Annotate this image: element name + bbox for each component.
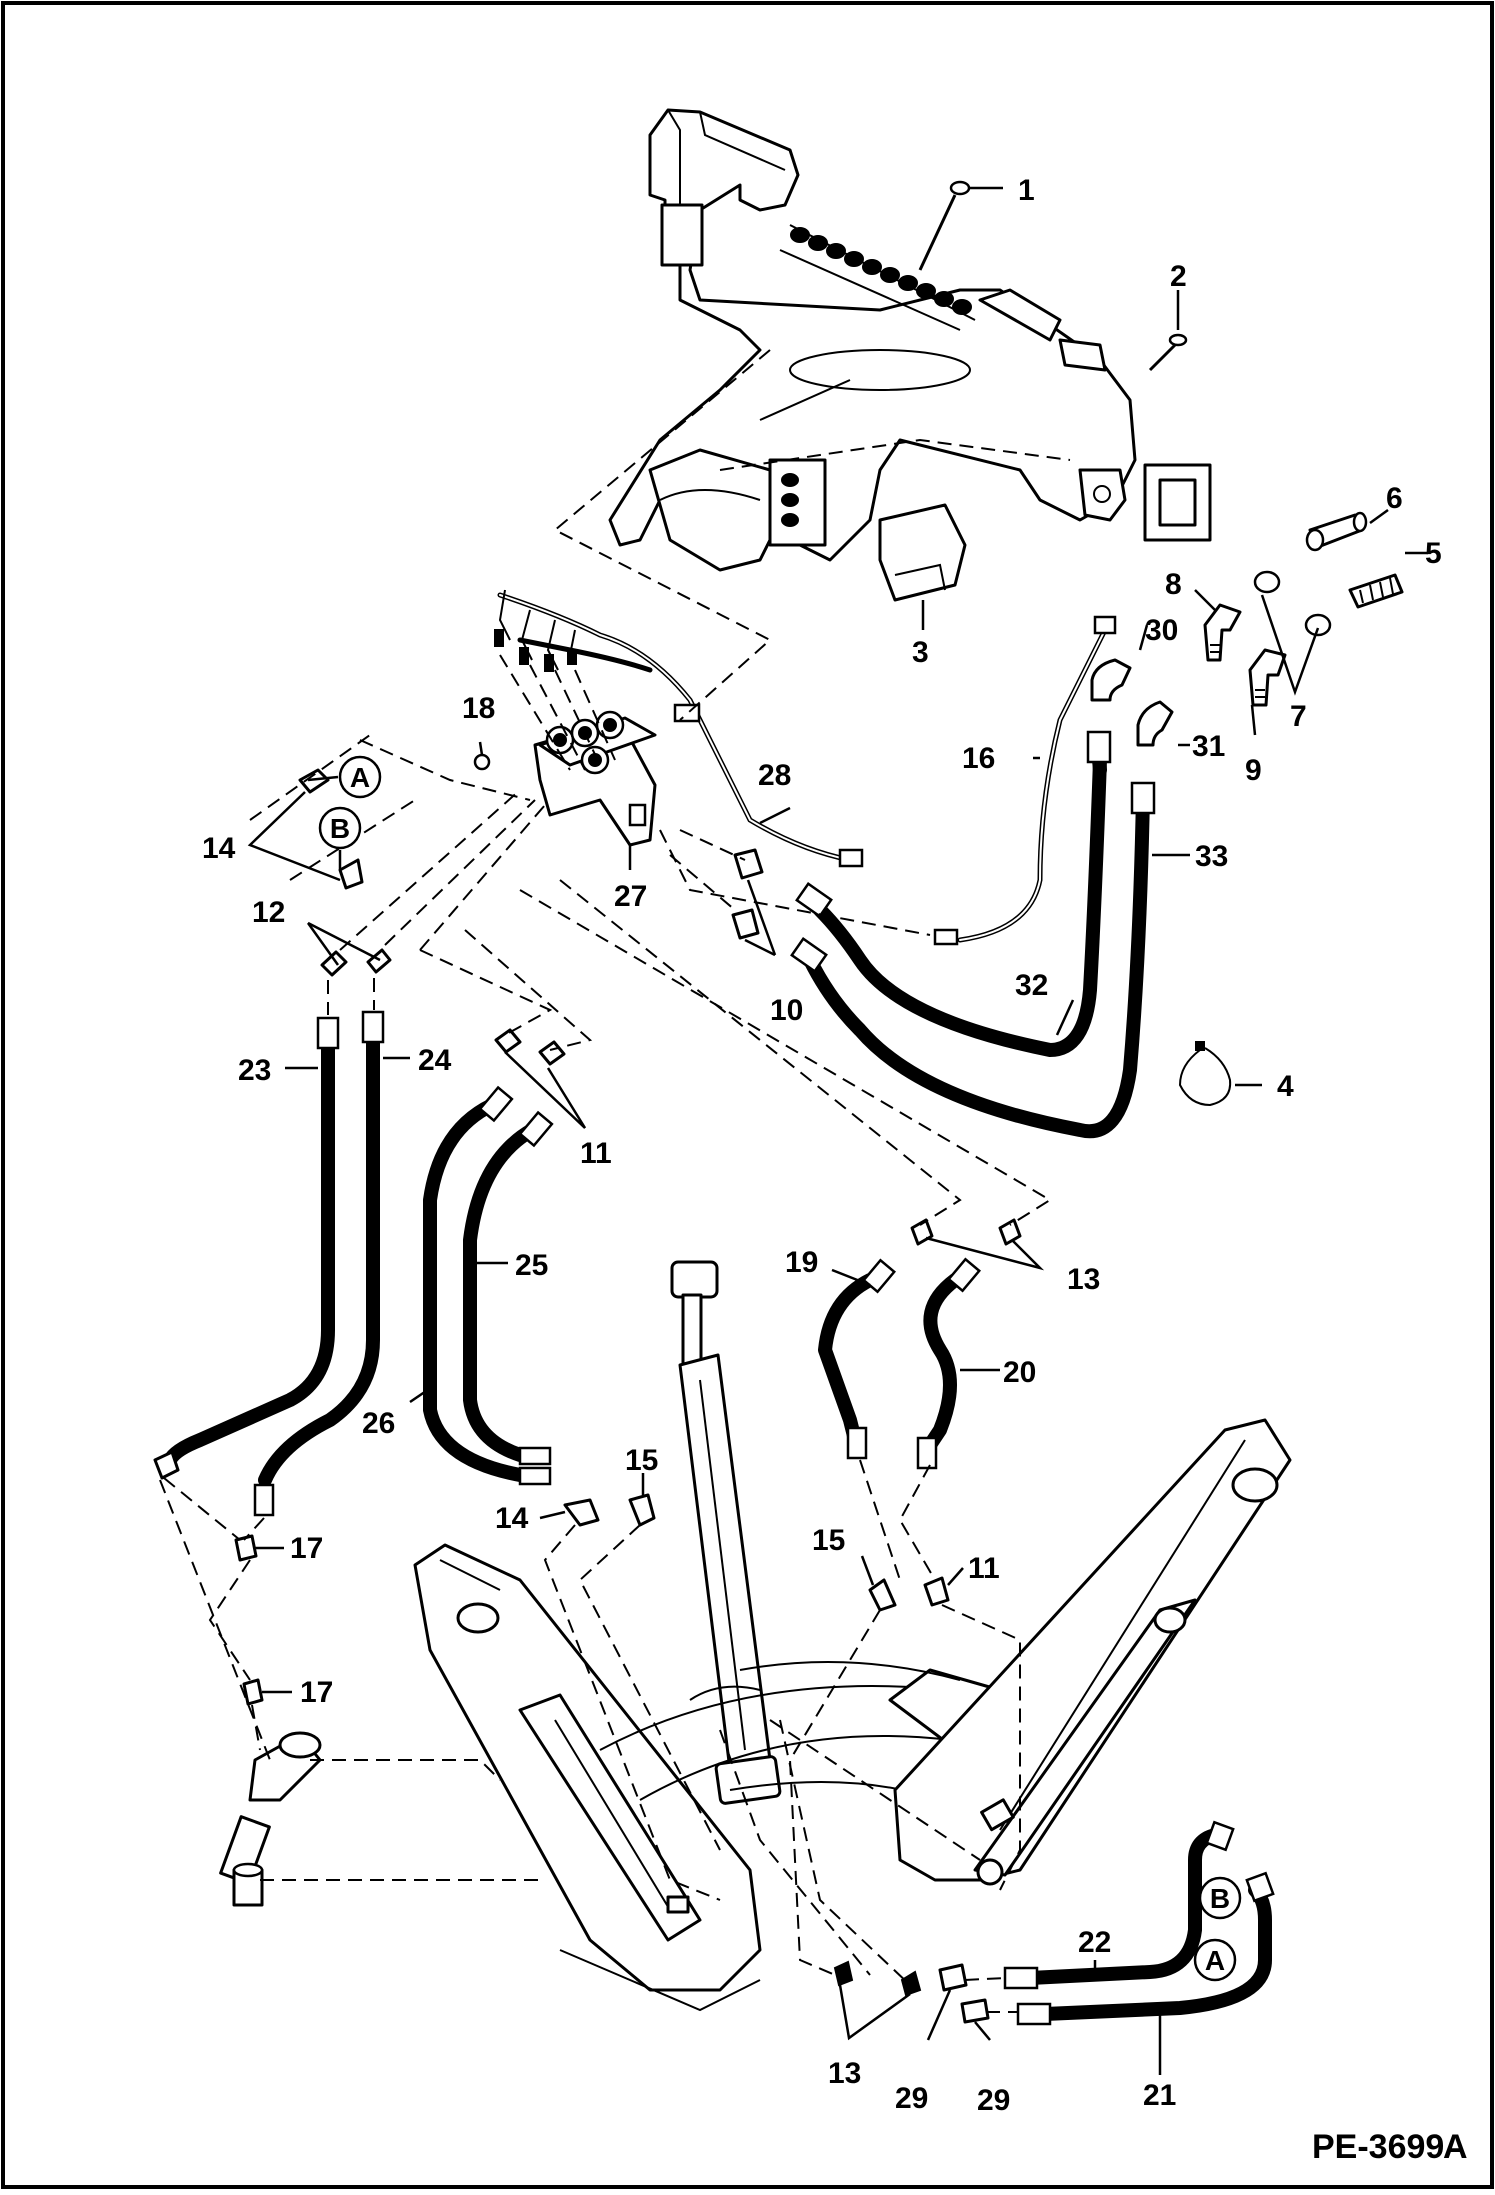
frame-bolt-holes	[790, 227, 972, 315]
connector-b-label: B	[330, 813, 350, 844]
callout-14a: 14	[202, 832, 236, 865]
wire-part-16	[957, 615, 1117, 943]
elbow-part-8	[1203, 603, 1242, 662]
connector-a-label: A	[350, 762, 370, 793]
fitting-part-6	[1305, 511, 1368, 552]
hose-part-20	[916, 1257, 982, 1470]
cable-tie-part-4	[1178, 1041, 1232, 1107]
hose-part-33	[790, 781, 1156, 1139]
fitting-part-10	[731, 848, 764, 940]
callout-13a: 13	[1067, 1263, 1100, 1296]
callout-31: 31	[1192, 730, 1225, 763]
callout-12: 12	[252, 896, 285, 929]
fitting-part-11-lower	[923, 1576, 950, 1607]
center-cylinder	[670, 1260, 782, 1805]
callout-26: 26	[362, 1407, 395, 1440]
elbow-part-9	[1248, 648, 1287, 707]
callout-28: 28	[758, 759, 791, 792]
hose-part-19	[818, 1258, 897, 1460]
fitting-part-13-top	[910, 1218, 1022, 1246]
fitting-part-11-top	[494, 1028, 566, 1066]
callout-3: 3	[912, 636, 929, 669]
mounting-frame	[608, 108, 1212, 572]
callout-19: 19	[785, 1246, 818, 1279]
callout-18: 18	[462, 692, 495, 725]
figure-ref-code: PE-3699	[1312, 2128, 1444, 2166]
figure-reference: PE-3699 A	[1312, 2128, 1468, 2166]
fitting-part-5	[1348, 573, 1404, 609]
callout-17b: 17	[300, 1676, 333, 1709]
callout-8: 8	[1165, 568, 1182, 601]
connector-b-top: B	[318, 806, 362, 870]
connector-b-label: B	[1210, 1883, 1230, 1914]
elbow-part-30	[1090, 658, 1132, 702]
callout-30: 30	[1145, 614, 1178, 647]
callout-15b: 15	[812, 1524, 845, 1557]
fitting-part-14-top	[298, 768, 364, 890]
callout-13b: 13	[828, 2057, 861, 2090]
small-cylinder	[219, 1731, 322, 1907]
fitting-part-29	[938, 1963, 990, 2024]
callout-11b: 11	[968, 1552, 1000, 1585]
figure-ref-suffix: A	[1443, 2128, 1468, 2166]
callout-20: 20	[1003, 1356, 1036, 1389]
fitting-part-7	[1253, 570, 1332, 637]
callout-21: 21	[1143, 2079, 1176, 2112]
callout-22: 22	[1078, 1926, 1111, 1959]
connector-b-bottom: B	[1198, 1876, 1242, 1920]
connector-a-bottom: A	[1193, 1938, 1237, 1982]
hose-part-23	[153, 1016, 340, 1480]
fitting-part-14-lower	[563, 1498, 600, 1527]
callout-27: 27	[614, 880, 647, 913]
bolt-part-1	[918, 180, 971, 271]
hose-part-32	[795, 730, 1112, 1057]
callout-7: 7	[1290, 700, 1307, 733]
callout-9: 9	[1245, 754, 1262, 787]
connector-a-top: A	[307, 755, 382, 799]
callout-6: 6	[1386, 482, 1403, 515]
hose-part-25	[463, 1110, 554, 1466]
callout-25: 25	[515, 1249, 548, 1282]
right-boom-arm	[893, 1418, 1292, 1886]
connector-a-label: A	[1205, 1945, 1225, 1976]
valve-block-part-27	[533, 710, 657, 847]
fitting-part-12	[320, 948, 392, 977]
callout-14b: 14	[495, 1502, 529, 1535]
callout-15a: 15	[625, 1444, 658, 1477]
bolt-part-2	[1148, 333, 1188, 372]
leader-lines	[247, 186, 1428, 2075]
callout-32: 32	[1015, 969, 1048, 1002]
callout-5: 5	[1425, 537, 1442, 570]
callout-10: 10	[770, 994, 803, 1027]
fitting-part-18	[473, 753, 491, 771]
fitting-part-17	[234, 1534, 264, 1706]
hose-part-26	[423, 1085, 552, 1486]
callout-1: 1	[1018, 174, 1035, 207]
routing-lines	[159, 349, 1071, 2013]
fitting-part-15	[628, 1493, 897, 1612]
fitting-part-13-lower	[833, 1960, 922, 1997]
callout-29b: 29	[977, 2084, 1010, 2117]
callout-29a: 29	[895, 2082, 928, 2115]
callout-16: 16	[962, 742, 995, 775]
left-boom-arm	[413, 1543, 762, 2012]
callout-11a: 11	[580, 1137, 612, 1170]
hose-part-22	[1003, 1820, 1235, 1990]
callout-4: 4	[1277, 1070, 1294, 1103]
callout-24: 24	[418, 1044, 452, 1077]
hose-part-21	[1016, 1871, 1275, 2026]
wire-harness-part-28	[494, 589, 959, 946]
callout-23: 23	[238, 1054, 271, 1087]
hose-part-24	[253, 1010, 385, 1517]
bracket-part-3	[878, 503, 967, 602]
callout-2: 2	[1170, 260, 1187, 293]
callout-33: 33	[1195, 840, 1228, 873]
callout-labels: 1 2 3 4 5 6 7 8 9 10 11 11 12 13 13 14 1…	[202, 174, 1442, 2117]
elbow-part-31	[1136, 700, 1174, 747]
callout-17a: 17	[290, 1532, 323, 1565]
